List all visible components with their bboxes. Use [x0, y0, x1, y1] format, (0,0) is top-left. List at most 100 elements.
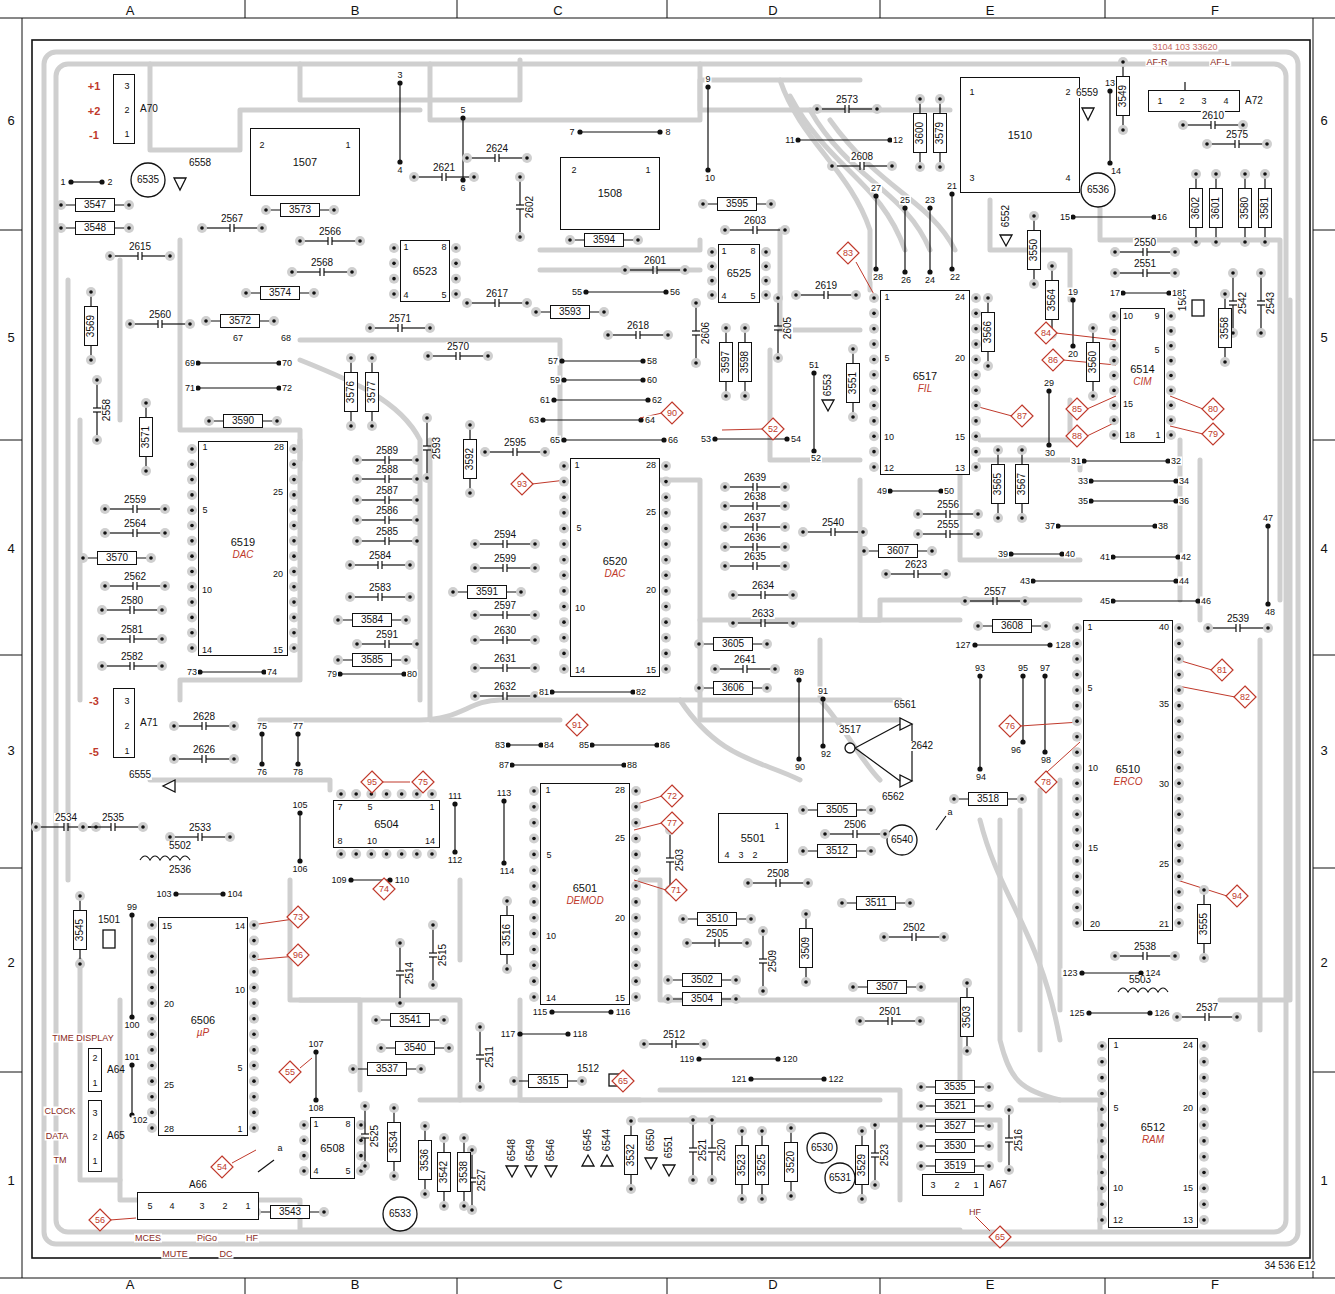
resistor-box: 3593 — [550, 305, 590, 319]
lead-wire — [1214, 121, 1215, 129]
solder-hole — [532, 995, 536, 999]
solder-hole — [681, 917, 685, 921]
solder-pad — [762, 639, 772, 649]
resistor-box: 3525 — [755, 1145, 769, 1185]
solder-hole — [562, 636, 566, 640]
lead-wire — [494, 299, 495, 307]
capacitor-label: 2575 — [1225, 130, 1249, 140]
solder-pad — [412, 536, 422, 546]
solder-hole — [1223, 360, 1227, 364]
solder-pad — [962, 978, 972, 988]
capacitor-label: 2564 — [123, 519, 147, 529]
diamond-outline — [211, 1156, 233, 1178]
solder-hole — [355, 477, 359, 481]
solder-hole — [858, 1019, 862, 1023]
solder-pad — [801, 909, 811, 919]
solder-hole — [512, 1079, 516, 1083]
capacitor-label: 2639 — [743, 473, 767, 483]
solder-pad — [336, 849, 346, 859]
solder-hole — [532, 837, 536, 841]
part-number: 6517 — [913, 371, 937, 382]
solder-hole — [1112, 418, 1116, 422]
solder-pad — [201, 316, 211, 326]
solder-hole — [190, 508, 194, 512]
solder-pad — [577, 1076, 587, 1086]
resistor-box: 3573 — [280, 203, 320, 217]
lead-wire — [137, 252, 138, 260]
lead-wire — [760, 619, 761, 627]
part-number: 3505 — [826, 805, 848, 815]
capacitor-label: 2562 — [123, 572, 147, 582]
lead-wire — [756, 226, 757, 234]
solder-hole — [974, 404, 978, 408]
resistor-box: 3584 — [352, 613, 392, 627]
resistor-box: 3549 — [1116, 76, 1130, 116]
resistor-box: 3567 — [1015, 464, 1029, 504]
solder-hole — [1202, 1218, 1206, 1222]
solder-pad — [147, 967, 157, 977]
solder-hole — [562, 605, 566, 609]
solder-pad — [820, 829, 830, 839]
solder-hole — [168, 254, 172, 258]
solder-hole — [872, 404, 876, 408]
solder-hole — [359, 1139, 363, 1143]
solder-pad — [1174, 902, 1184, 912]
solder-pad — [631, 913, 641, 923]
solder-hole — [454, 277, 458, 281]
lead-wire — [110, 823, 111, 831]
part-number: 3537 — [376, 1064, 398, 1074]
solder-hole — [562, 667, 566, 671]
solder-pad — [147, 951, 157, 961]
diamond-outline — [412, 771, 434, 793]
lead-wire — [764, 619, 765, 627]
solder-hole — [355, 539, 359, 543]
solder-hole — [150, 986, 154, 990]
solder-hole — [519, 590, 523, 594]
resistor-box: 3537 — [367, 1062, 407, 1076]
solder-hole — [355, 498, 359, 502]
solder-pad — [1166, 430, 1176, 440]
solder-hole — [734, 997, 738, 1001]
solder-pad — [470, 539, 480, 549]
reference-diamond: 95 — [360, 770, 384, 794]
solder-pad — [1110, 247, 1120, 257]
lead-wire — [856, 830, 857, 838]
solder-hole — [987, 1144, 991, 1148]
solder-pad — [333, 615, 343, 625]
connector-name: A71 — [140, 718, 158, 728]
solder-pad — [289, 444, 299, 454]
solder-hole — [127, 203, 131, 207]
wire-link — [71, 83, 1268, 1115]
supply-label: +1 — [87, 81, 102, 92]
solder-hole — [264, 208, 268, 212]
capacitor-label: 2543 — [1266, 291, 1276, 315]
solder-hole — [1100, 1092, 1104, 1096]
solder-hole — [292, 585, 296, 589]
solder-hole — [532, 979, 536, 983]
ic-package: 6506µP — [158, 917, 248, 1136]
solder-pad — [169, 721, 179, 731]
part-number: 3576 — [346, 381, 356, 403]
lead-wire — [1238, 140, 1239, 148]
reference-number: 85 — [1072, 405, 1082, 414]
solder-pad — [971, 293, 981, 303]
diamond-outline — [1035, 322, 1057, 344]
supply-label: -3 — [88, 696, 100, 707]
lead-wire — [377, 561, 378, 569]
grid-reference: 5 — [1319, 331, 1328, 344]
solder-hole — [629, 1187, 633, 1191]
solder-pad — [983, 293, 993, 303]
solder-pad — [1199, 1057, 1209, 1067]
pin-number: 1 — [972, 1181, 979, 1190]
solder-pad — [780, 522, 790, 532]
solder-pad — [1072, 825, 1082, 835]
lead-wire — [823, 291, 824, 299]
solder-pad — [100, 528, 110, 538]
lead-wire — [945, 510, 946, 518]
solder-hole — [1100, 1187, 1104, 1191]
pin-number: 2 — [91, 1054, 98, 1063]
solder-hole — [426, 354, 430, 358]
solder-pad — [483, 351, 493, 361]
solder-hole — [634, 995, 638, 999]
solder-pad — [448, 587, 458, 597]
